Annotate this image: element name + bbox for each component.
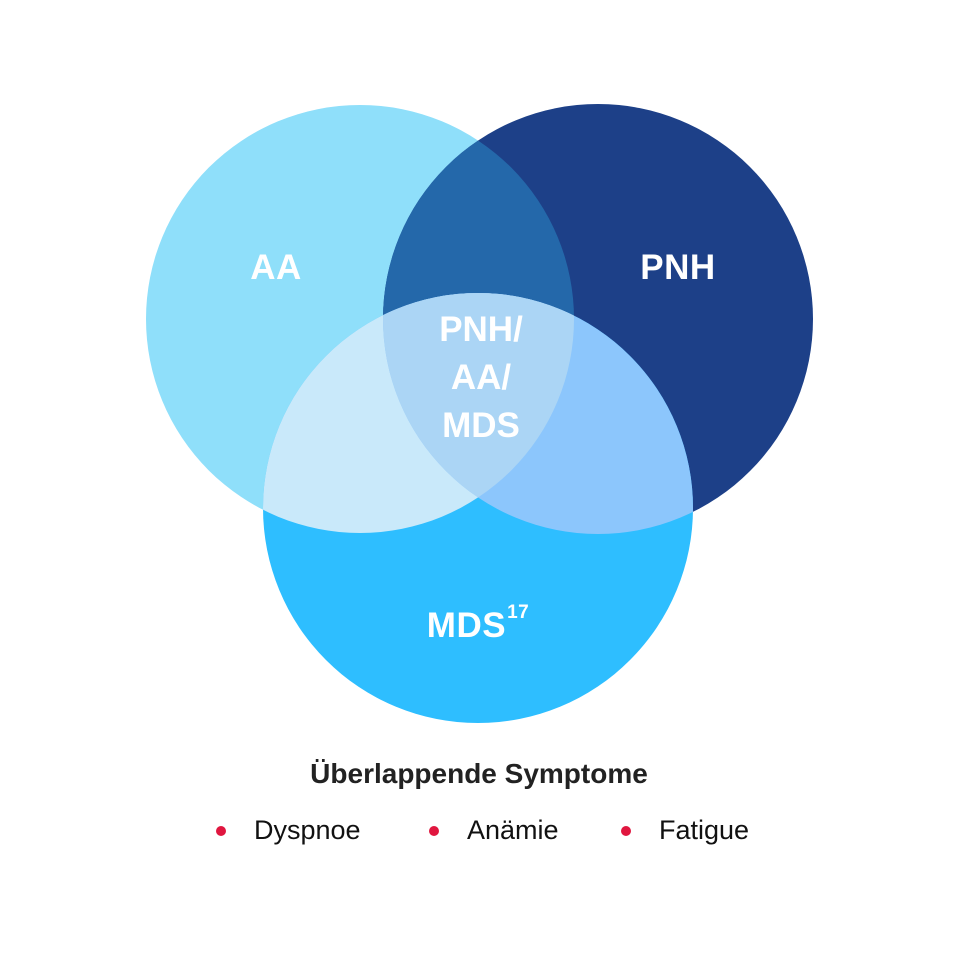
footnote-ref: 17 [507,602,530,623]
label-pnh: PNH [640,248,716,287]
symptom-item: Dyspnoe [216,815,361,846]
symptom-label: Dyspnoe [254,815,361,845]
label-mds-text: MDS [426,606,507,645]
center-label-line: MDS [442,406,520,445]
symptoms-title: Überlappende Symptome [310,758,648,789]
symptom-list: Dyspnoe Anämie Fatigue [0,815,958,855]
bullet-icon [216,825,226,836]
bullet-icon [429,825,439,836]
center-label-line: AA/ [450,358,512,397]
bullet-icon [621,825,631,836]
center-label-line: PNH/ [439,310,523,349]
symptom-item: Anämie [429,815,559,846]
symptom-label: Anämie [467,815,559,845]
label-mds: MDS17 [426,602,529,646]
symptom-item: Fatigue [621,815,749,846]
symptom-label: Fatigue [659,815,750,845]
label-aa: AA [250,248,302,287]
label-pnh-aa-mds: PNH/ AA/ MDS [439,306,523,450]
